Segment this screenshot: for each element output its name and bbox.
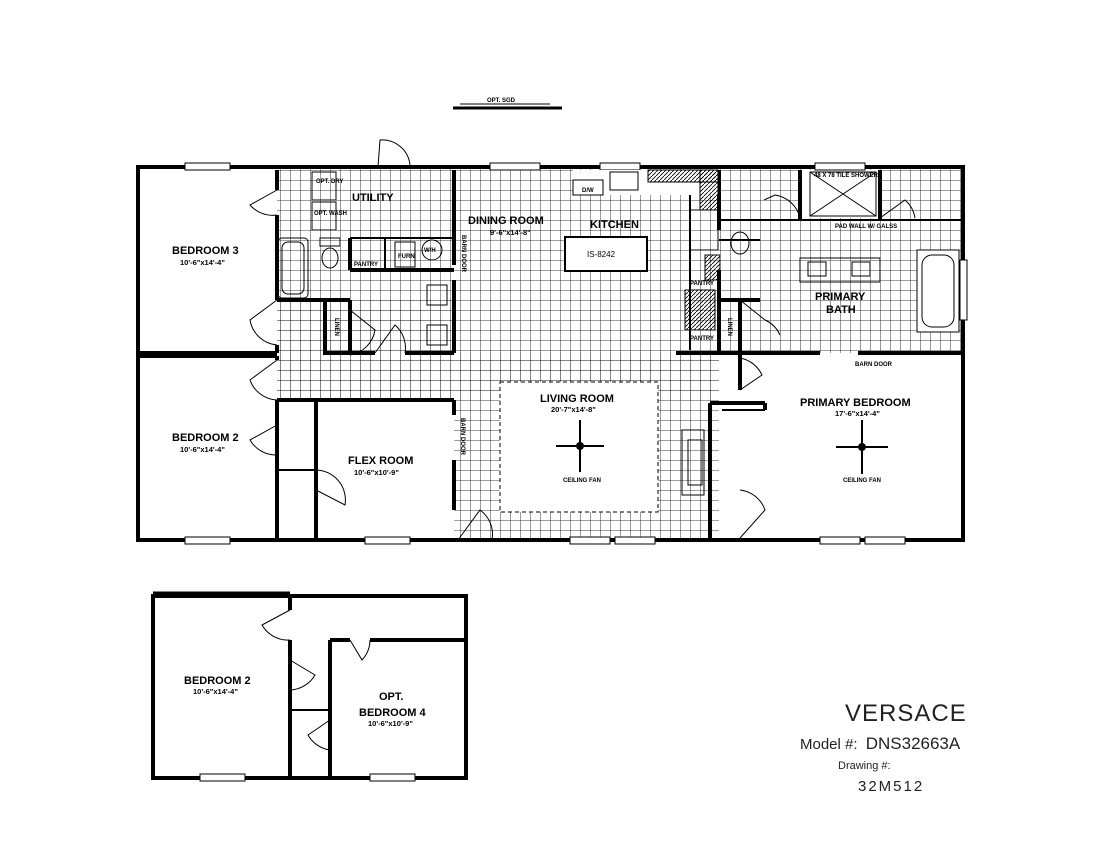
interior-walls — [140, 170, 961, 538]
room-label-flex: FLEX ROOM — [348, 455, 413, 467]
furnace-label: FURN — [398, 254, 415, 260]
toilet-primary — [730, 231, 750, 255]
opt-sgd: OPT. SGD — [453, 98, 562, 110]
ceiling-fan-label-living: CEILING FAN — [563, 478, 601, 484]
room-label-utility: UTILITY — [352, 192, 394, 204]
model-number: DNS32663A — [865, 734, 961, 753]
pantry-label-utility: PANTRY — [354, 262, 378, 268]
opt-washer — [311, 201, 337, 231]
alt-dim-bedroom4: 10'-6"x10'-9" — [368, 719, 413, 728]
room-label-bedroom3: BEDROOM 3 — [172, 245, 239, 257]
range — [689, 209, 719, 251]
opt-dryer — [311, 171, 337, 201]
model-name: VERSACE — [845, 700, 967, 727]
furnace — [394, 241, 416, 268]
alt-label-bedroom4-2: BEDROOM 4 — [359, 707, 427, 719]
room-label-kitchen: KITCHEN — [590, 219, 639, 231]
toilet-bath3 — [321, 247, 339, 269]
tub-bath3 — [277, 237, 309, 299]
shower-label: 48 X 78 TILE SHOWER — [814, 173, 879, 179]
pantry-label-kitchen-1: PANTRY — [690, 281, 714, 287]
alt-label-bedroom2: BEDROOM 2 — [184, 675, 251, 687]
water-heater-label: W/H — [424, 248, 436, 254]
exterior-walls — [136, 165, 965, 542]
linen-label-primary: LINEN — [726, 318, 732, 336]
barn-door-label-dining: BARN DOOR — [460, 235, 466, 273]
room-label-primary-bedroom: PRIMARY BEDROOM — [800, 397, 911, 409]
fixtures — [277, 169, 960, 513]
linen-label-hall: LINEN — [333, 318, 339, 336]
alt-dim-bedroom2: 10'-6"x14'-4" — [193, 687, 238, 696]
room-label-dining: DINING ROOM — [468, 215, 544, 227]
room-dim-flex: 10'-6"x10'-9" — [354, 468, 399, 477]
tile-shower — [809, 171, 877, 217]
room-label-primary-bath-1: PRIMARY — [815, 291, 866, 303]
alt-label-bedroom4-1: OPT. — [379, 691, 403, 703]
vanity-primary — [799, 257, 881, 283]
sink-bath3 — [426, 284, 448, 306]
ceiling-fan-icon — [836, 420, 888, 474]
dishwasher — [572, 179, 604, 196]
room-label-primary-bath-2: BATH — [826, 304, 856, 316]
barn-door-label-primary: BARN DOOR — [855, 362, 893, 368]
room-dim-dining: 9'-6"x14'-8" — [490, 228, 531, 237]
pantry-label-kitchen-2: PANTRY — [690, 336, 714, 342]
room-dim-bedroom3: 10'-6"x14'-4" — [180, 258, 225, 267]
ceiling-fan-label-primary: CEILING FAN — [843, 478, 881, 484]
barn-door-label-flex: BARN DOOR — [459, 418, 465, 456]
room-label-bedroom2: BEDROOM 2 — [172, 432, 239, 444]
pantry-kitchen — [684, 289, 716, 331]
door-swings — [249, 139, 916, 541]
opt-wash-label: OPT. WASH — [314, 211, 347, 217]
dishwasher-label: D/W — [582, 188, 594, 194]
kitchen-island — [564, 236, 648, 272]
water-heater — [421, 239, 443, 261]
pad-wall-label: PAD WALL W/ GALSS — [835, 224, 897, 230]
model-number-line: Model #: DNS32663A — [800, 734, 960, 754]
tub-primary — [916, 249, 960, 333]
island-label: IS-8242 — [587, 250, 616, 259]
sink-bath3b — [426, 324, 448, 346]
fireplace — [681, 429, 705, 496]
opt-dry-label: OPT. DRY — [316, 179, 343, 185]
drawing-number: 32M512 — [858, 778, 925, 795]
room-dim-bedroom2: 10'-6"x14'-4" — [180, 445, 225, 454]
drawing-label: Drawing #: — [838, 760, 891, 772]
room-dim-living: 20'-7"x14'-8" — [551, 405, 596, 414]
alt-plan — [151, 591, 468, 782]
model-label: Model #: — [800, 736, 858, 753]
kitchen-sink — [609, 171, 639, 191]
opt-sgd-label: OPT. SGD — [487, 98, 516, 104]
room-dim-primary-bedroom: 17'-6"x14'-4" — [835, 409, 880, 418]
ceiling-fan-icon — [556, 420, 604, 472]
room-label-living: LIVING ROOM — [540, 393, 614, 405]
